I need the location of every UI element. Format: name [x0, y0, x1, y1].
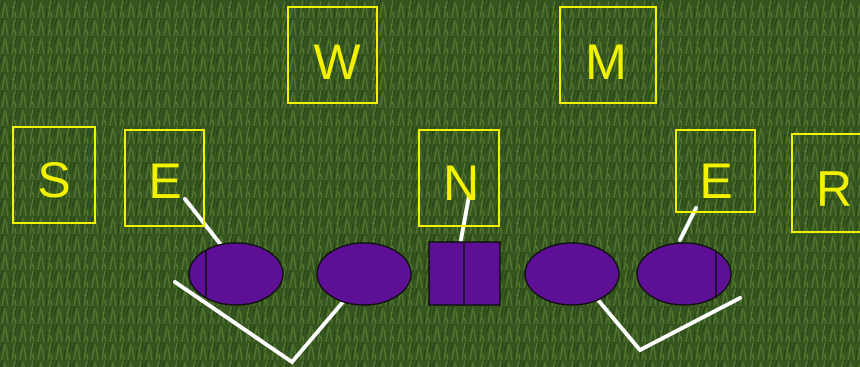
defender-w-box	[287, 6, 378, 104]
right-guard	[524, 242, 620, 306]
defender-e-right: E	[675, 129, 756, 213]
defender-m-box	[559, 6, 657, 104]
left-tackle-guard-block-line	[173, 280, 350, 365]
defender-n-box	[418, 129, 500, 227]
defender-n: N	[418, 129, 500, 227]
defender-r: R	[791, 133, 860, 233]
defender-w-label: W	[313, 34, 361, 90]
defender-e-left-label: E	[148, 153, 181, 209]
defender-w: W	[287, 6, 378, 104]
defender-s-box	[12, 126, 96, 224]
offensive-line	[188, 241, 732, 306]
left-tackle-body	[188, 242, 284, 306]
left-guard	[316, 242, 412, 306]
defender-s: S	[12, 126, 96, 224]
center	[428, 241, 501, 306]
assignment-lines	[173, 194, 742, 365]
left-tackle	[188, 242, 284, 306]
defender-e-left-box	[124, 129, 205, 227]
defenders: S E W N M E R	[12, 6, 860, 233]
defender-n-label: N	[443, 155, 479, 211]
right-tackle	[636, 242, 732, 306]
e-right-to-tackle-line	[678, 206, 698, 242]
defender-e-right-label: E	[699, 153, 732, 209]
defender-r-box	[791, 133, 860, 233]
n-to-center-line	[458, 194, 471, 247]
defender-s-label: S	[37, 152, 70, 208]
right-tackle-body	[636, 242, 732, 306]
defender-r-label: R	[816, 161, 852, 217]
defender-e-left: E	[124, 129, 205, 227]
defender-m-label: M	[585, 34, 627, 90]
defender-e-right-box	[675, 129, 756, 213]
defender-m: M	[559, 6, 657, 104]
right-guard-tackle-block-line	[596, 296, 742, 353]
